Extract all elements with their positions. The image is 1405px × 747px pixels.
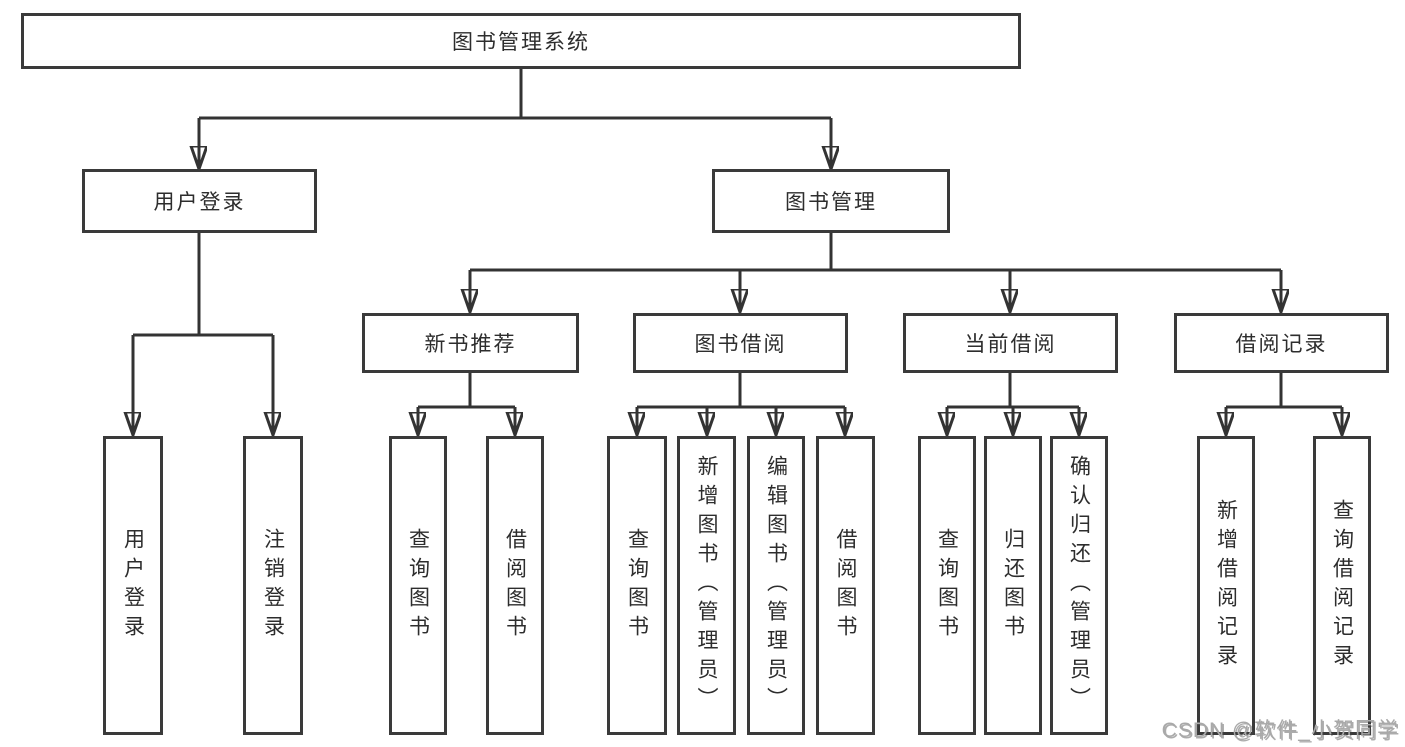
node-leaf-cb-confirm: 确认归还（管理员） bbox=[1050, 436, 1108, 735]
node-leaf-bb-borrow: 借阅图书 bbox=[816, 436, 875, 735]
connector-new-book-rec-rail bbox=[418, 373, 515, 409]
connector-root-rail bbox=[199, 69, 831, 120]
node-book-borrow: 图书借阅 bbox=[633, 313, 848, 373]
connector-user-login-rail bbox=[133, 233, 273, 337]
node-leaf-br-query: 查询借阅记录 bbox=[1313, 436, 1371, 735]
leaf-label: 查询借阅记录 bbox=[1330, 498, 1354, 673]
leaf-label: 新增借阅记录 bbox=[1214, 498, 1238, 673]
node-leaf-bb-add: 新增图书（管理员） bbox=[677, 436, 736, 735]
node-leaf-bb-edit: 编辑图书（管理员） bbox=[747, 436, 805, 735]
leaf-label: 查询图书 bbox=[406, 527, 430, 644]
node-root: 图书管理系统 bbox=[21, 13, 1021, 69]
node-leaf-logout: 注销登录 bbox=[243, 436, 303, 735]
connector-borrow-records-rail bbox=[1226, 373, 1342, 409]
connector-book-mgmt-rail bbox=[470, 233, 1281, 272]
node-borrow-records: 借阅记录 bbox=[1174, 313, 1389, 373]
node-book-mgmt: 图书管理 bbox=[712, 169, 950, 233]
leaf-label: 注销登录 bbox=[261, 527, 285, 644]
node-leaf-rec-borrow: 借阅图书 bbox=[486, 436, 544, 735]
node-leaf-bb-query: 查询图书 bbox=[607, 436, 667, 735]
node-leaf-br-add: 新增借阅记录 bbox=[1197, 436, 1255, 735]
leaf-label: 查询图书 bbox=[935, 527, 959, 644]
connector-book-borrow-rail bbox=[637, 373, 845, 409]
leaf-label: 借阅图书 bbox=[503, 527, 527, 644]
leaf-label: 归还图书 bbox=[1001, 527, 1025, 644]
connector-current-borrow-rail bbox=[947, 373, 1079, 409]
node-user-login: 用户登录 bbox=[82, 169, 317, 233]
leaf-label: 用户登录 bbox=[121, 527, 145, 644]
node-leaf-rec-query: 查询图书 bbox=[389, 436, 447, 735]
leaf-label: 编辑图书（管理员） bbox=[764, 455, 788, 716]
node-leaf-user-login: 用户登录 bbox=[103, 436, 163, 735]
node-current-borrow: 当前借阅 bbox=[903, 313, 1118, 373]
leaf-label: 借阅图书 bbox=[834, 527, 857, 644]
leaf-label: 新增图书（管理员） bbox=[695, 455, 718, 716]
node-new-book-rec: 新书推荐 bbox=[362, 313, 579, 373]
leaf-label: 确认归还（管理员） bbox=[1067, 455, 1091, 716]
node-leaf-cb-query: 查询图书 bbox=[918, 436, 976, 735]
node-leaf-cb-return: 归还图书 bbox=[984, 436, 1042, 735]
watermark: CSDN @软件_小贺同学 bbox=[1161, 719, 1399, 742]
leaf-label: 查询图书 bbox=[625, 527, 649, 644]
